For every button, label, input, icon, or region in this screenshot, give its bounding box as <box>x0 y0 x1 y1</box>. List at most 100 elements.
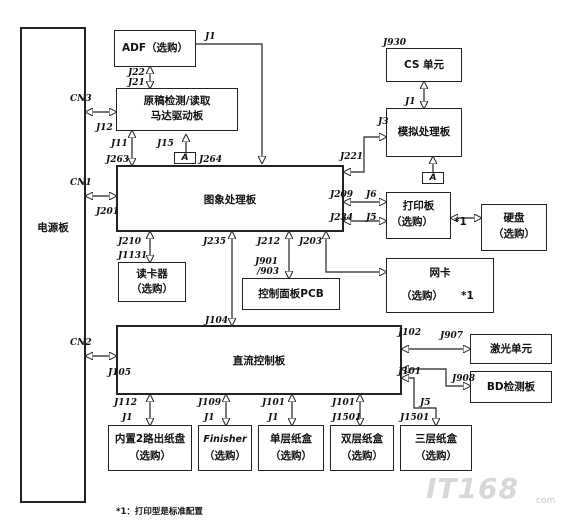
adf-box: ADF（选购） <box>114 30 196 67</box>
j1-adf-label: J1 <box>205 32 216 42</box>
j12-label: J12 <box>96 123 113 133</box>
network-card-box: 网卡 （选购） *1 <box>386 258 494 313</box>
finisher-label-2: （选购） <box>204 450 246 462</box>
j1-tray2-label: J1 <box>122 413 133 423</box>
j1501-triple-label: J1501 <box>400 413 430 423</box>
tray2-box: 内置2路出纸盘 （选购） <box>108 425 192 471</box>
a-label-motor: A <box>181 153 189 163</box>
j264-label: J264 <box>199 155 223 165</box>
nic-footnote-mark: *1 <box>461 290 474 302</box>
analog-board-box: 模拟处理板 <box>386 108 462 157</box>
link-dc-bd <box>402 369 470 386</box>
panel-label: 控制面板PCB <box>258 288 324 300</box>
j5-triple-label: J5 <box>420 398 431 408</box>
cs-label: CS 单元 <box>403 59 445 71</box>
j1501-double-label: J1501 <box>332 413 362 423</box>
j234-label: J234 <box>330 213 354 223</box>
double-label-2: （选购） <box>341 450 383 462</box>
watermark: IT168 <box>426 472 519 505</box>
adf-label: ADF（选购） <box>121 42 188 54</box>
j104-label: J104 <box>205 316 229 326</box>
j109-label: J109 <box>198 398 222 408</box>
j15-label: J15 <box>157 139 174 149</box>
triple-tray-box: 三层纸盒 （选购） <box>400 425 472 471</box>
a-box-motor: A <box>174 152 196 164</box>
triple-label-1: 三层纸盒 <box>415 433 457 445</box>
link-adf-image <box>195 43 262 163</box>
j907-label: J907 <box>440 331 464 341</box>
j1131-label: J1131 <box>118 251 148 261</box>
image-board-label: 图象处理板 <box>203 194 257 206</box>
card-reader-box: 读卡器 （选购） <box>118 262 186 302</box>
cn1-label: CN1 <box>70 178 92 188</box>
double-tray-box: 双层纸盒 （选购） <box>330 425 394 471</box>
printer-label-1: 打印板 <box>402 200 435 212</box>
cs-unit-box: CS 单元 <box>386 48 462 82</box>
j102-label: J102 <box>398 328 422 338</box>
j235-label: J235 <box>203 237 227 247</box>
j903-label: /903 <box>257 267 280 277</box>
j3-label: J3 <box>378 117 389 127</box>
image-processing-board: 图象处理板 <box>116 165 344 232</box>
j105-label: J105 <box>108 368 132 378</box>
bd-label: BD检测板 <box>486 381 536 393</box>
printer-label-2: （选购） <box>391 216 433 228</box>
j1-cs-label: J1 <box>405 97 416 107</box>
hdd-box: 硬盘 （选购） <box>481 204 547 251</box>
j209-label: J209 <box>330 190 354 200</box>
power-board: 电源板 <box>20 27 86 503</box>
j221-label: J221 <box>340 152 364 162</box>
link-image-analog <box>344 137 386 172</box>
nic-label-1: 网卡 <box>429 267 451 279</box>
j112-label: J112 <box>114 398 138 408</box>
cn2-label: CN2 <box>70 338 92 348</box>
hdd-label-2: （选购） <box>493 228 535 240</box>
j101-double-label: J101 <box>332 398 356 408</box>
single-label-1: 单层纸盒 <box>270 433 312 445</box>
j6-label: J6 <box>366 190 377 200</box>
laser-label: 激光单元 <box>490 343 532 355</box>
double-label-1: 双层纸盒 <box>341 433 383 445</box>
j101-single-label: J101 <box>262 398 286 408</box>
dc-board-label: 直流控制板 <box>232 355 286 367</box>
bd-detection-box: BD检测板 <box>470 371 552 403</box>
single-tray-box: 单层纸盒 （选购） <box>258 425 324 471</box>
j203-label: J203 <box>299 237 323 247</box>
j212-label: J212 <box>257 237 281 247</box>
printer-board-box: 打印板 （选购） *1 <box>386 192 467 239</box>
j930-label: J930 <box>383 38 407 48</box>
j908-label: J908 <box>452 374 476 384</box>
link-image-nic <box>326 232 386 272</box>
nic-label-2: （选购） <box>401 290 443 302</box>
tray2-label-2: （选购） <box>129 450 171 462</box>
tray2-label-1: 内置2路出纸盘 <box>114 433 186 445</box>
j101-label: J101 <box>398 367 422 377</box>
control-panel-box: 控制面板PCB <box>242 278 340 310</box>
j1-finisher-label: J1 <box>204 413 215 423</box>
cn3-label: CN3 <box>70 94 92 104</box>
a-box-analog: A <box>422 172 444 184</box>
single-label-2: （选购） <box>270 450 312 462</box>
j11-label: J11 <box>111 139 128 149</box>
motor-label-1: 原稿检测/读取 <box>143 95 211 107</box>
j22-label: J22 <box>128 68 145 78</box>
a-label-analog: A <box>429 173 437 183</box>
reader-label-1: 读卡器 <box>136 268 168 280</box>
dc-control-board: 直流控制板 <box>116 325 402 395</box>
j1-single-label: J1 <box>268 413 279 423</box>
j5-printer-label: J5 <box>366 213 377 223</box>
finisher-label-1: Finisher <box>203 434 247 445</box>
printer-footnote-mark: *1 <box>454 216 467 228</box>
watermark-sub: com <box>536 496 556 506</box>
link-dc-triple <box>402 378 436 425</box>
triple-label-2: （选购） <box>415 450 457 462</box>
j21-label: J21 <box>128 78 145 88</box>
motor-driver-board: 原稿检测/读取 马达驱动板 <box>116 88 238 131</box>
j210-label: J210 <box>118 237 142 247</box>
power-board-label: 电源板 <box>37 222 69 234</box>
j263-label: J263 <box>106 155 130 165</box>
reader-label-2: （选购） <box>131 283 173 295</box>
motor-label-2: 马达驱动板 <box>150 110 204 122</box>
